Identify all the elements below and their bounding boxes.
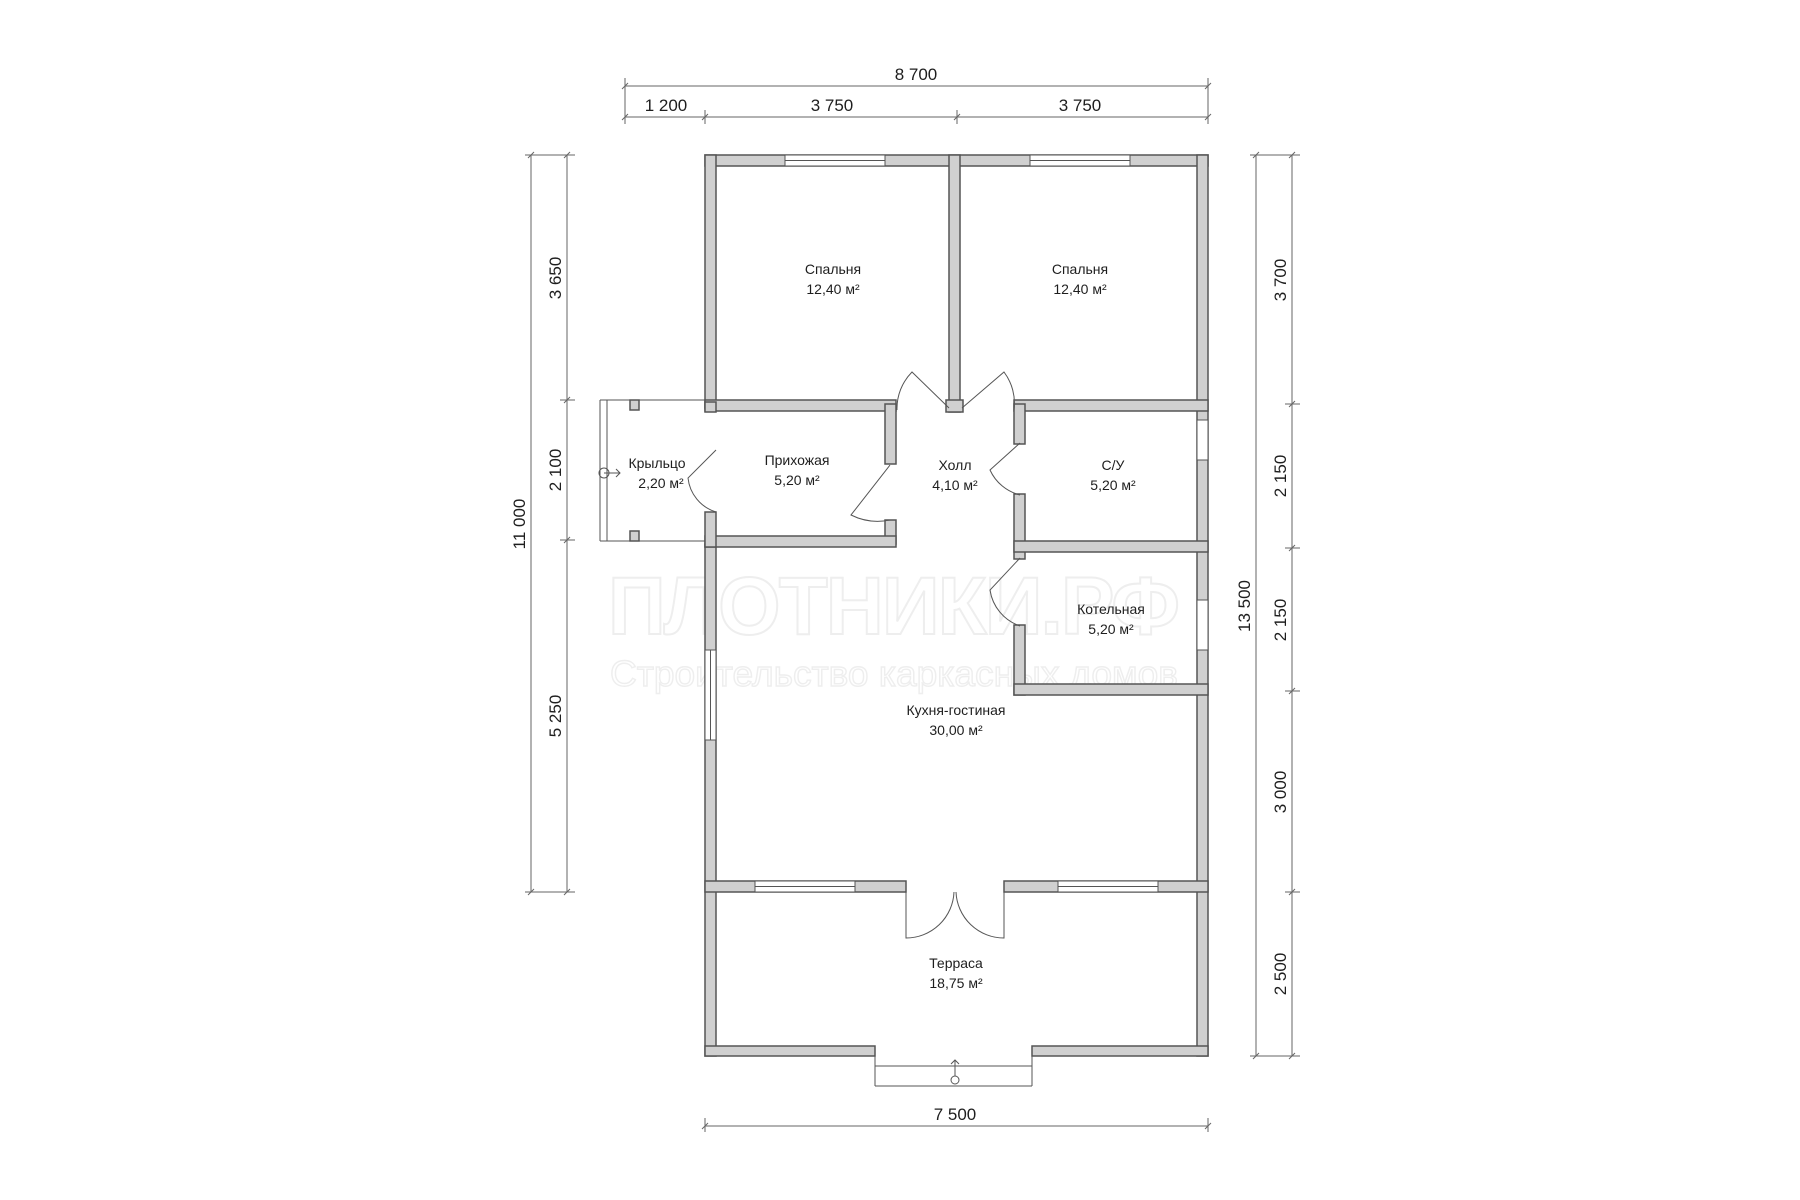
room-area-kitchen: 30,00 м² bbox=[929, 722, 983, 738]
windows bbox=[704, 154, 1209, 893]
room-area-terrace: 18,75 м² bbox=[929, 975, 983, 991]
dimension-top: 8 700 1 200 3 750 3 750 bbox=[621, 65, 1212, 124]
dim-left-total: 11 000 bbox=[510, 499, 529, 550]
dim-right-2: 2 150 bbox=[1271, 455, 1290, 498]
dimension-bottom: 7 500 bbox=[701, 1105, 1212, 1132]
room-name-terrace: Терраса bbox=[929, 955, 983, 971]
dim-left-bottom: 5 250 bbox=[546, 695, 565, 738]
room-name-boiler: Котельная bbox=[1077, 601, 1145, 617]
dim-top-right: 3 750 bbox=[1059, 96, 1102, 115]
dim-right-1: 3 700 bbox=[1271, 259, 1290, 302]
dim-bottom-total: 7 500 bbox=[934, 1105, 977, 1124]
room-name-porch: Крыльцо bbox=[628, 455, 685, 471]
room-area-bedroom-right: 12,40 м² bbox=[1053, 281, 1107, 297]
room-area-bathroom: 5,20 м² bbox=[1090, 477, 1136, 493]
dim-left-top: 3 650 bbox=[546, 257, 565, 300]
dim-left-middle: 2 100 bbox=[546, 449, 565, 492]
dim-top-total: 8 700 bbox=[895, 65, 938, 84]
room-name-entry: Прихожая bbox=[765, 452, 830, 468]
dim-right-3: 2 150 bbox=[1271, 599, 1290, 642]
room-name-bedroom-right: Спальня bbox=[1052, 261, 1108, 277]
room-area-bedroom-left: 12,40 м² bbox=[806, 281, 860, 297]
terrace-entrance-marker-icon bbox=[950, 1075, 960, 1085]
dimension-right: 13 500 3 700 2 150 2 150 3 000 2 500 bbox=[1235, 151, 1300, 1060]
dim-right-total: 13 500 bbox=[1235, 580, 1254, 632]
doors bbox=[687, 371, 1021, 939]
terrace-steps bbox=[874, 1056, 1033, 1087]
dim-right-5: 2 500 bbox=[1271, 953, 1290, 996]
room-name-bedroom-left: Спальня bbox=[805, 261, 861, 277]
dim-top-porch: 1 200 bbox=[645, 96, 688, 115]
room-name-bathroom: С/У bbox=[1102, 457, 1125, 473]
room-area-entry: 5,20 м² bbox=[774, 472, 820, 488]
room-area-boiler: 5,20 м² bbox=[1088, 621, 1134, 637]
room-name-hall: Холл bbox=[939, 457, 972, 473]
porch-outline bbox=[598, 399, 705, 542]
room-name-kitchen: Кухня-гостиная bbox=[906, 702, 1005, 718]
watermark: ПЛОТНИКИ.РФ Строительство каркасных домо… bbox=[607, 560, 1181, 695]
room-area-hall: 4,10 м² bbox=[932, 477, 978, 493]
dimension-left: 11 000 3 650 2 100 5 250 bbox=[510, 151, 575, 896]
watermark-brand: ПЛОТНИКИ.РФ bbox=[608, 561, 1178, 652]
dim-top-left: 3 750 bbox=[811, 96, 854, 115]
room-labels: Спальня 12,40 м² Спальня 12,40 м² Крыльц… bbox=[628, 261, 1144, 991]
room-area-porch: 2,20 м² bbox=[638, 475, 684, 491]
dim-right-4: 3 000 bbox=[1271, 771, 1290, 814]
